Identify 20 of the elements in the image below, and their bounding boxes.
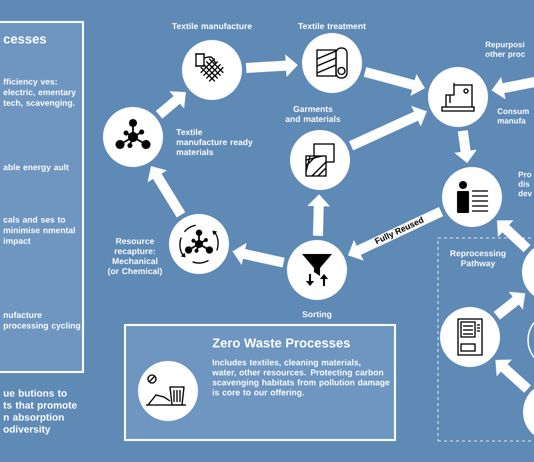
text-label: Repurposi other proc [486,41,525,59]
panel-title: Zero Waste Processes [212,338,350,348]
arrow [497,220,530,252]
node-label: Sorting [302,311,332,319]
node-label: Textile manufacture [172,22,252,30]
node-label: Pro dis dev [518,172,532,196]
panel-text: nufacture processing cycling [4,312,80,330]
node-label: Resource recapture: Mechanical (or Chemical) [108,238,162,276]
node-label: Garments and materials [286,106,340,122]
panel-title: cesses [4,36,46,44]
node-label: Textile treatment [298,22,366,30]
box-label: Reprocessing Pathway [450,250,506,268]
node-label: Textile manufacture ready materials [176,128,253,156]
panel-text: able energy ault [3,164,69,172]
text-label: ue butions to ts that promote n absorption odiversity [3,389,77,435]
arrow [156,91,186,119]
panel-text: cals and ses to minimise nmental impact [4,216,75,246]
panel-text: Includes textiles, cleaning materials, water, other resources. Protecting carbon scavenging habitats from pollution damage is core to our offering. [212,359,390,398]
panel-text: fficiency ves: electric, ementary tech, scavenging. [3,78,76,108]
node-label: Consum manufa [498,108,529,124]
